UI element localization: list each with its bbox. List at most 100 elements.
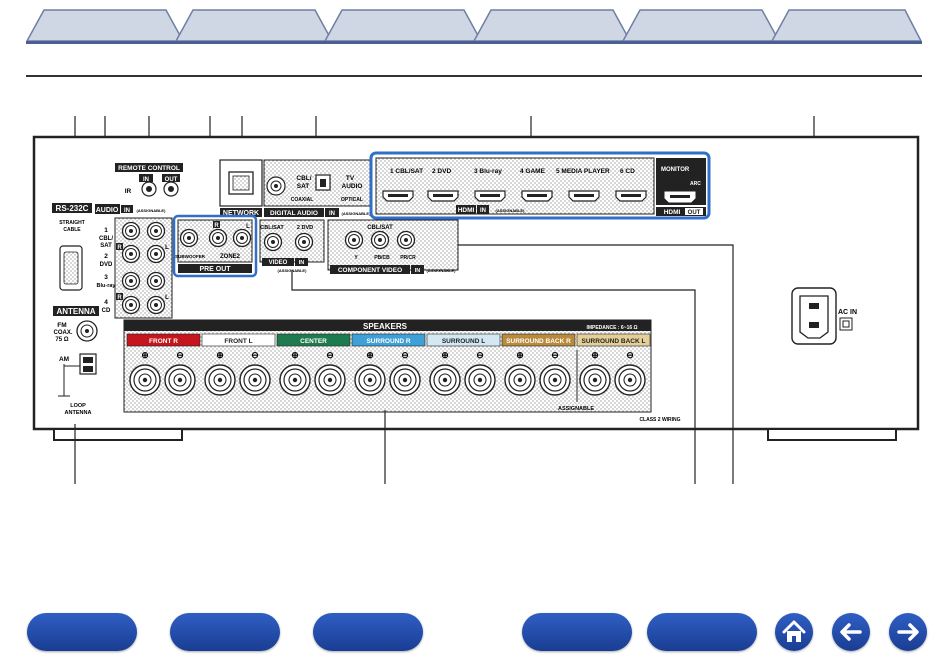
svg-text:R: R xyxy=(117,295,122,301)
hdmi-out-label: HDMI xyxy=(664,209,681,216)
svg-text:IN: IN xyxy=(480,208,486,214)
hdmi-input-6: 6 CD xyxy=(620,168,635,175)
home-button[interactable] xyxy=(775,613,813,651)
binding-post xyxy=(429,364,461,396)
remote-control-label: REMOTE CONTROL xyxy=(118,165,180,172)
speaker-channel-label: FRONT R xyxy=(149,338,178,345)
audio-in-section: AUDIO IN (ASSIGNABLE) 1 CBL/ SAT 2 DVD 3… xyxy=(95,204,173,319)
ac-in-label: AC IN xyxy=(838,309,857,316)
rc-out-jack xyxy=(163,181,179,197)
binding-post xyxy=(204,364,236,396)
impedance-label: IMPEDANCE : 6~16 Ω xyxy=(586,325,637,331)
fm-jack xyxy=(76,320,98,342)
svg-text:IN: IN xyxy=(329,211,335,217)
video-label: VIDEO xyxy=(269,260,288,266)
tab-underline xyxy=(26,41,922,44)
nav-button-2[interactable] xyxy=(170,613,280,651)
forward-arrow-icon xyxy=(897,623,919,641)
nav-button-1[interactable] xyxy=(27,613,137,651)
binding-post xyxy=(504,364,536,396)
ir-label: IR xyxy=(125,188,132,195)
binding-post xyxy=(354,364,386,396)
svg-text:L: L xyxy=(246,224,250,230)
speaker-channel-2: FRONT L⊕⊖ xyxy=(201,333,276,396)
hdmi-input-2: 2 DVD xyxy=(432,168,451,175)
home-icon xyxy=(782,620,806,642)
speaker-channel-6: SURROUND BACK R⊕⊖ xyxy=(501,333,576,396)
rs232c-section: RS-232C STRAIGHT CABLE xyxy=(52,203,92,291)
minus-marker: ⊖ xyxy=(251,350,259,360)
speaker-channels: FRONT R⊕⊖FRONT L⊕⊖CENTER⊕⊖SURROUND R⊕⊖SU… xyxy=(126,333,651,396)
binding-post xyxy=(464,364,496,396)
svg-text:OUT: OUT xyxy=(165,177,178,183)
speaker-channel-3: CENTER⊕⊖ xyxy=(276,333,351,396)
svg-text:(ASSIGNABLE): (ASSIGNABLE) xyxy=(137,208,167,213)
speaker-channel-label-bg xyxy=(501,333,576,347)
class2-label: CLASS 2 WIRING xyxy=(639,417,680,423)
svg-text:COAX.: COAX. xyxy=(53,330,72,336)
svg-text:CBL/SAT: CBL/SAT xyxy=(260,225,284,231)
svg-text:CABLE: CABLE xyxy=(63,227,81,233)
svg-text:(ASSIGNABLE): (ASSIGNABLE) xyxy=(496,208,526,213)
plus-marker: ⊕ xyxy=(441,350,449,360)
speaker-channel-5: SURROUND L⊕⊖ xyxy=(426,333,501,396)
nav-button-5[interactable] xyxy=(647,613,757,651)
speakers-label: SPEAKERS xyxy=(363,322,408,331)
audio-label: AUDIO xyxy=(96,207,119,214)
minus-marker: ⊖ xyxy=(551,350,559,360)
pre-out-label: PRE OUT xyxy=(199,266,231,273)
minus-marker: ⊖ xyxy=(326,350,334,360)
hdmi-out-section: MONITOR ARC HDMI OUT xyxy=(656,158,706,216)
svg-text:PB/CB: PB/CB xyxy=(374,255,390,261)
component-video-section: CBL/SAT Y PB/CB PR/CR COMPONENT VIDEO IN… xyxy=(327,219,459,274)
zone2-label: ZONE2 xyxy=(220,254,241,260)
speaker-channel-label-bg xyxy=(576,333,651,347)
rs232c-label: RS-232C xyxy=(56,204,89,213)
hdmi-input-1: 1 CBL/SAT xyxy=(390,168,423,175)
ac-in-section: AC IN xyxy=(791,287,857,345)
svg-text:IN: IN xyxy=(415,268,421,274)
svg-text:LOOP: LOOP xyxy=(70,403,86,409)
speaker-channel-label: SURROUND BACK L xyxy=(582,338,646,345)
audio-input-3-num: 3 xyxy=(104,274,108,281)
binding-post xyxy=(164,364,196,396)
speaker-channel-label-bg xyxy=(201,333,276,347)
speaker-channel-1: FRONT R⊕⊖ xyxy=(126,333,201,396)
svg-text:AUDIO: AUDIO xyxy=(342,183,363,190)
callout-lines-bottom xyxy=(74,244,734,484)
coaxial-jack xyxy=(266,176,286,196)
svg-text:2 DVD: 2 DVD xyxy=(297,225,313,231)
nav-button-3[interactable] xyxy=(313,613,423,651)
nav-button-4[interactable] xyxy=(522,613,632,651)
binding-post xyxy=(539,364,571,396)
svg-text:Y: Y xyxy=(354,255,358,261)
back-arrow-icon xyxy=(840,623,862,641)
svg-text:OPTICAL: OPTICAL xyxy=(341,197,363,203)
speaker-channel-4: SURROUND R⊕⊖ xyxy=(351,333,426,396)
rear-panel-diagram: RS-232C STRAIGHT CABLE ANTENNA FM COAX. … xyxy=(32,116,920,484)
svg-text:CBL/SAT: CBL/SAT xyxy=(367,225,393,231)
minus-marker: ⊖ xyxy=(401,350,409,360)
plus-marker: ⊕ xyxy=(516,350,524,360)
speaker-channel-label: SURROUND R xyxy=(366,338,410,345)
antenna-section: ANTENNA FM COAX. 75 Ω AM LOOP ANTENNA xyxy=(53,306,99,416)
speakers-section: SPEAKERS IMPEDANCE : 6~16 Ω FRONT R⊕⊖FRO… xyxy=(123,319,681,423)
binding-post xyxy=(614,364,646,396)
minus-marker: ⊖ xyxy=(176,350,184,360)
back-button[interactable] xyxy=(832,613,870,651)
speaker-channel-label-bg xyxy=(276,333,351,347)
svg-text:TV: TV xyxy=(346,175,355,182)
pre-out-section: R L SUBWOOFER ZONE2 PRE OUT xyxy=(172,214,258,278)
svg-text:CBL/: CBL/ xyxy=(99,236,113,242)
svg-text:CBL/: CBL/ xyxy=(296,175,311,182)
monitor-label: MONITOR xyxy=(661,167,690,173)
forward-button[interactable] xyxy=(889,613,927,651)
hdmi-input-5: 5 MEDIA PLAYER xyxy=(556,168,610,175)
svg-text:L: L xyxy=(165,245,169,251)
hdmi-in-label: HDMI xyxy=(458,207,475,214)
svg-text:OUT: OUT xyxy=(688,210,701,216)
speaker-channel-label-bg xyxy=(351,333,426,347)
remote-control-section: REMOTE CONTROL IN OUT IR xyxy=(115,163,183,197)
audio-input-4-num: 4 xyxy=(104,299,108,306)
svg-text:ARC: ARC xyxy=(690,181,701,187)
